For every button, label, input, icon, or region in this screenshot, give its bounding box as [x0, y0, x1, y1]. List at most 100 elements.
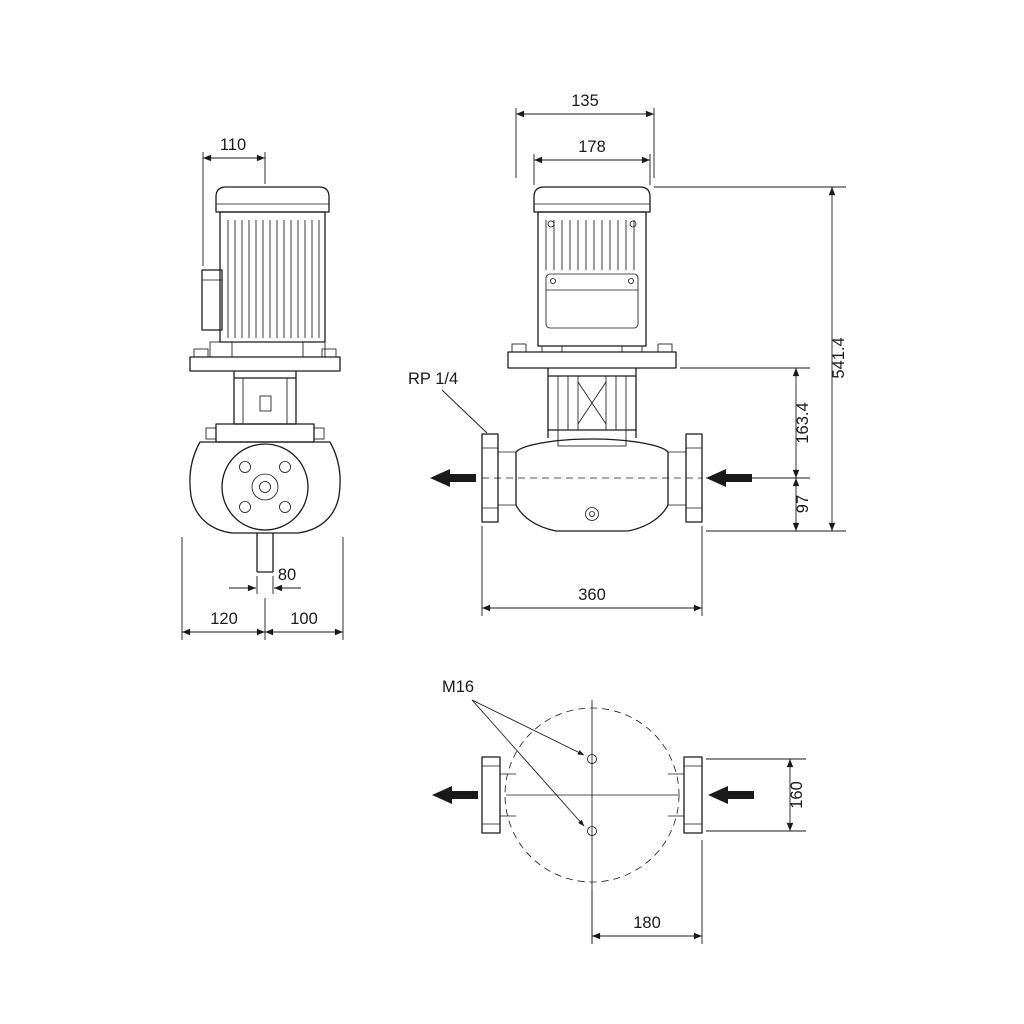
- hub-circle: [251, 473, 279, 501]
- coupling-guard-slots: [242, 378, 288, 424]
- plate-bolt-left: [511, 343, 527, 353]
- front-view: RP 1/4 135 178 541.4 163.4: [408, 92, 848, 616]
- motor-fan-cover: [533, 186, 651, 213]
- cover-screw: [547, 220, 555, 228]
- dim-160: 160: [706, 758, 806, 832]
- port-tube-right: [668, 451, 686, 506]
- suction-flange-top: [683, 756, 703, 834]
- dim-541-value: 541.4: [830, 337, 848, 378]
- dim-135: 135: [515, 92, 655, 178]
- dim-97-value: 97: [794, 495, 812, 513]
- terminal-box: [201, 269, 223, 331]
- dim-80-value: 80: [278, 566, 296, 584]
- gauge-tap-callout: RP 1/4: [408, 370, 488, 434]
- drain-plug-center: [589, 511, 595, 517]
- dim-120-100: 120 100: [181, 537, 344, 640]
- shaft-end: [259, 481, 271, 493]
- mounting-plate: [189, 356, 341, 372]
- cover-screw: [629, 220, 637, 228]
- dim-100-value: 100: [290, 610, 318, 628]
- motor-body: [537, 211, 647, 347]
- mounting-plate: [507, 351, 677, 369]
- seal-bolt-right: [313, 427, 325, 440]
- motor-fan-cover: [215, 186, 330, 213]
- discharge-flange-steps: [482, 765, 500, 825]
- terminal-box-front: [545, 273, 639, 329]
- port-tube-left: [498, 451, 516, 506]
- leader-line-top-hole: [471, 699, 585, 756]
- seal-housing: [557, 429, 627, 447]
- seal-bolt-left: [205, 427, 217, 440]
- shaft-coupling: [259, 395, 272, 412]
- pump-head: [547, 368, 637, 438]
- leader-line: [441, 389, 488, 434]
- dim-163: 163.4: [680, 367, 812, 479]
- extension-lines: [680, 367, 810, 479]
- box-screw: [628, 278, 634, 284]
- extension-lines: [202, 152, 266, 266]
- plate-bolt-right: [657, 343, 673, 353]
- dim-541: 541.4: [654, 186, 848, 532]
- motor-foot-left: [209, 341, 233, 358]
- flow-arrow-out-icon: [432, 786, 478, 804]
- discharge-flange-top: [481, 756, 501, 834]
- guard-cross-brace: [577, 381, 607, 425]
- flange-face: [221, 443, 309, 531]
- flange-bolt-hole: [279, 501, 291, 513]
- top-view: M16 160 180: [432, 678, 806, 944]
- bolt-thread-label: M16: [442, 678, 474, 696]
- motor-foot-right: [621, 345, 643, 353]
- extension-lines: [481, 526, 703, 616]
- flange-bolt-hole: [239, 461, 251, 473]
- flange-bolt-hole: [279, 461, 291, 473]
- extension-lines: [533, 154, 651, 185]
- extension-lines: [515, 108, 655, 178]
- discharge-flange-steps: [482, 447, 498, 509]
- dim-110-value: 110: [220, 136, 246, 154]
- gauge-tap-label: RP 1/4: [408, 370, 458, 388]
- motor-cooling-fins: [545, 220, 635, 270]
- seal-flange: [215, 423, 315, 443]
- flange-bolt-hole: [239, 501, 251, 513]
- bolt-hole-top: [587, 754, 597, 764]
- drain-plug: [585, 507, 599, 521]
- bolt-thread-callout: M16: [442, 678, 585, 827]
- extension-lines: [181, 537, 344, 640]
- suction-flange-steps: [686, 447, 702, 509]
- flow-arrow-out-icon: [430, 469, 476, 487]
- dim-110: 110: [202, 136, 266, 266]
- extension-lines: [256, 576, 274, 594]
- flow-arrow-in-icon: [708, 786, 754, 804]
- extension-lines: [654, 186, 846, 532]
- dim-135-value: 135: [571, 92, 599, 110]
- volute-casing: [189, 441, 341, 534]
- dim-178: 178: [533, 138, 651, 185]
- port-tube-right: [668, 773, 684, 817]
- dim-97: 97: [792, 478, 812, 531]
- box-screw: [550, 278, 556, 284]
- dim-360-value: 360: [578, 586, 606, 604]
- dim-80: 80: [229, 566, 301, 594]
- dim-163-value: 163.4: [794, 402, 812, 443]
- motor-body: [219, 211, 326, 343]
- volute-casing: [515, 438, 669, 532]
- leader-line-bottom-hole: [471, 699, 585, 827]
- dim-180-value: 180: [633, 914, 661, 932]
- port-tube-left: [500, 773, 516, 817]
- dim-160-value: 160: [788, 781, 806, 809]
- coupling-guard-slots: [557, 376, 627, 430]
- bolt-hole-bottom: [587, 826, 597, 836]
- plate-bolt-right: [321, 348, 337, 358]
- pump-head: [233, 371, 297, 425]
- side-view: 110 80 120 100: [181, 136, 344, 640]
- suction-flange-steps: [684, 765, 702, 825]
- dim-120-value: 120: [210, 610, 238, 628]
- motor-cooling-fins: [227, 220, 320, 338]
- dim-360: 360: [481, 526, 703, 616]
- motor-foot-left: [541, 345, 563, 353]
- port-pipe: [256, 533, 274, 573]
- dim-178-value: 178: [578, 138, 606, 156]
- dim-180: 180: [591, 840, 703, 944]
